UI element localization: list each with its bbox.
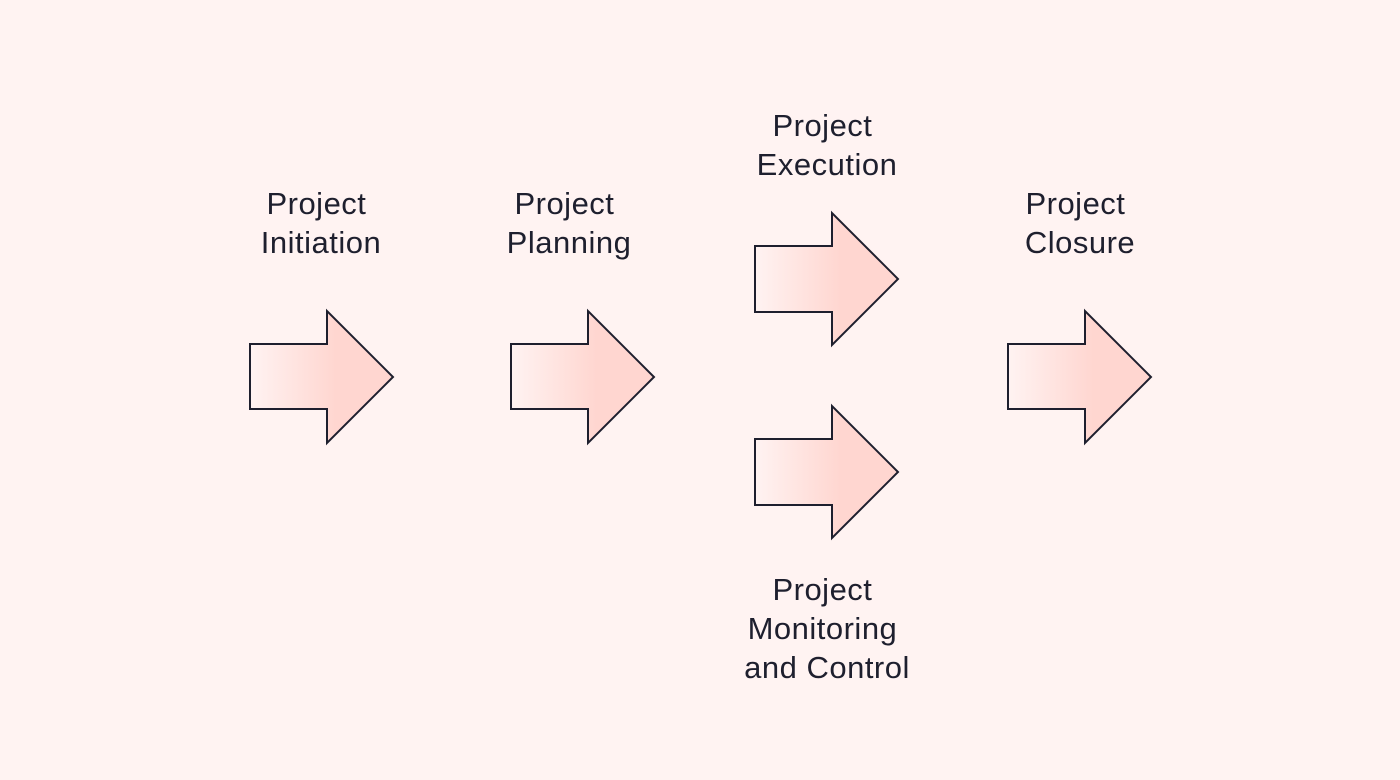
label-planning: Project Planning bbox=[507, 186, 632, 260]
arrow-execution-icon bbox=[754, 210, 900, 348]
arrow-closure-icon bbox=[1007, 308, 1153, 446]
phase-labels: Project Initiation Project Planning Proj… bbox=[261, 108, 1135, 685]
label-closure: Project Closure bbox=[1025, 186, 1135, 260]
column-dividers bbox=[196, 86, 1206, 696]
phase-arrows bbox=[249, 210, 1153, 541]
arrow-monitoring-icon bbox=[754, 403, 900, 541]
label-monitoring: Project Monitoring and Control bbox=[744, 572, 910, 685]
arrow-planning-icon bbox=[510, 308, 656, 446]
label-initiation: Project Initiation bbox=[261, 186, 381, 260]
label-execution: Project Execution bbox=[757, 108, 898, 182]
arrow-initiation-icon bbox=[249, 308, 395, 446]
